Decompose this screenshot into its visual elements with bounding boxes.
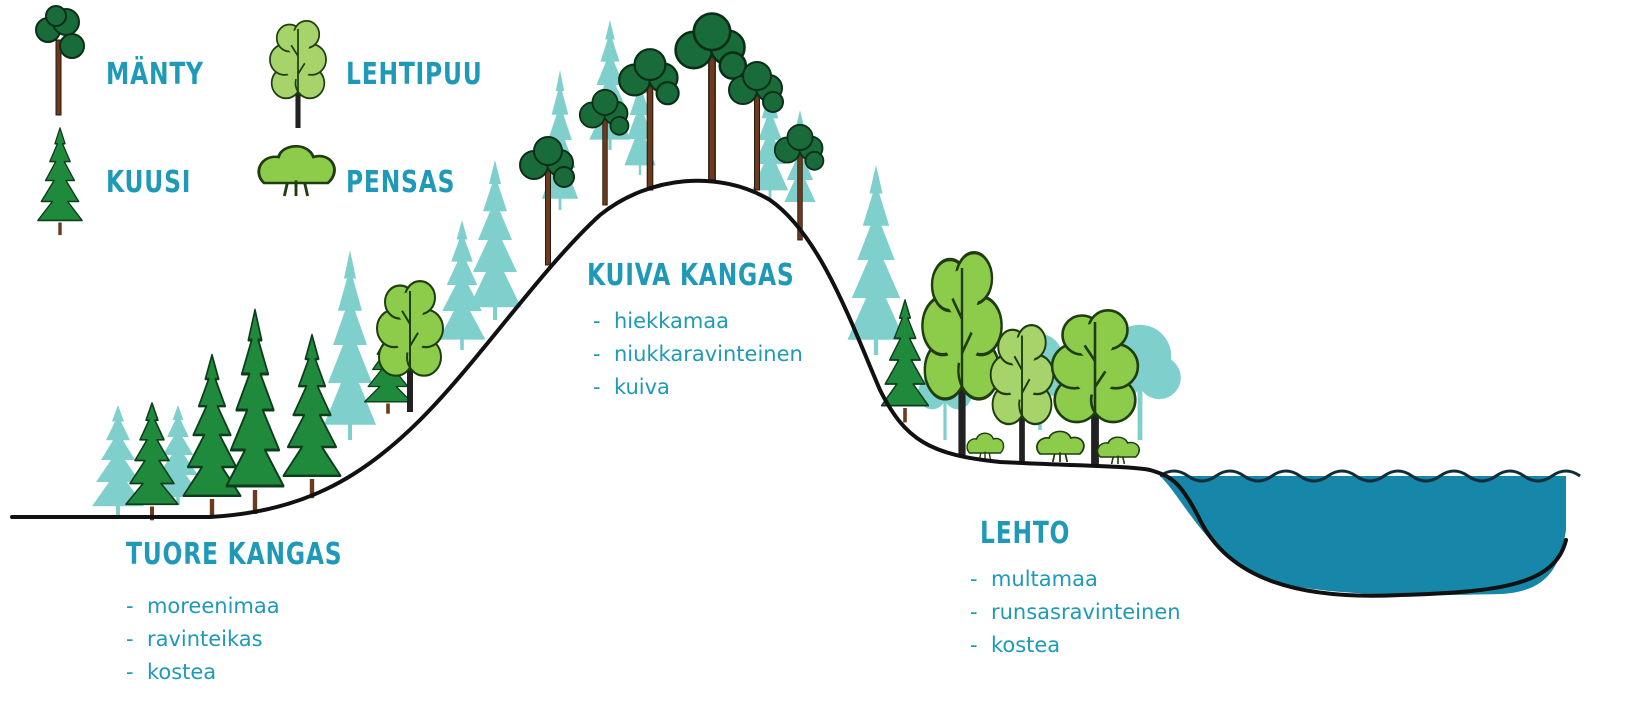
legend-label-pensas: PENSAS <box>346 165 456 200</box>
zone-title-tuore-kangas: TUORE KANGAS <box>126 537 343 572</box>
spruce-group <box>125 299 930 522</box>
list-item: kostea <box>126 656 280 689</box>
lake <box>1160 476 1566 596</box>
list-item: kuiva <box>593 371 803 404</box>
pine-tree-icon <box>35 5 85 116</box>
zone-list-tuore-kangas: moreenimaa ravinteikas kostea <box>126 590 280 689</box>
list-item: hiekkamaa <box>593 305 803 338</box>
spruce-tree-icon <box>37 127 83 236</box>
list-item: multamaa <box>970 563 1181 596</box>
zone-list-lehto: multamaa runsasravinteinen kostea <box>970 563 1181 662</box>
list-item: niukkaravinteinen <box>593 338 803 371</box>
list-item: ravinteikas <box>126 623 280 656</box>
zone-title-kuiva-kangas: KUIVA KANGAS <box>587 258 795 293</box>
lake-waves <box>1159 469 1581 483</box>
list-item: kostea <box>970 629 1181 662</box>
zone-title-lehto: LEHTO <box>980 516 1071 551</box>
zone-list-kuiva-kangas: hiekkamaa niukkaravinteinen kuiva <box>593 305 803 404</box>
legend-label-kuusi: KUUSI <box>106 165 192 200</box>
list-item: runsasravinteinen <box>970 596 1181 629</box>
lehto-deciduous-trees <box>920 250 1140 467</box>
ground-line <box>10 178 1568 598</box>
legend-label-manty: MÄNTY <box>106 57 204 92</box>
shrub-group <box>966 430 1141 465</box>
legend-label-lehtipuu: LEHTIPUU <box>346 57 483 92</box>
list-item: moreenimaa <box>126 590 280 623</box>
deciduous-tree-icon <box>269 19 327 129</box>
shrub-icon <box>257 144 336 198</box>
